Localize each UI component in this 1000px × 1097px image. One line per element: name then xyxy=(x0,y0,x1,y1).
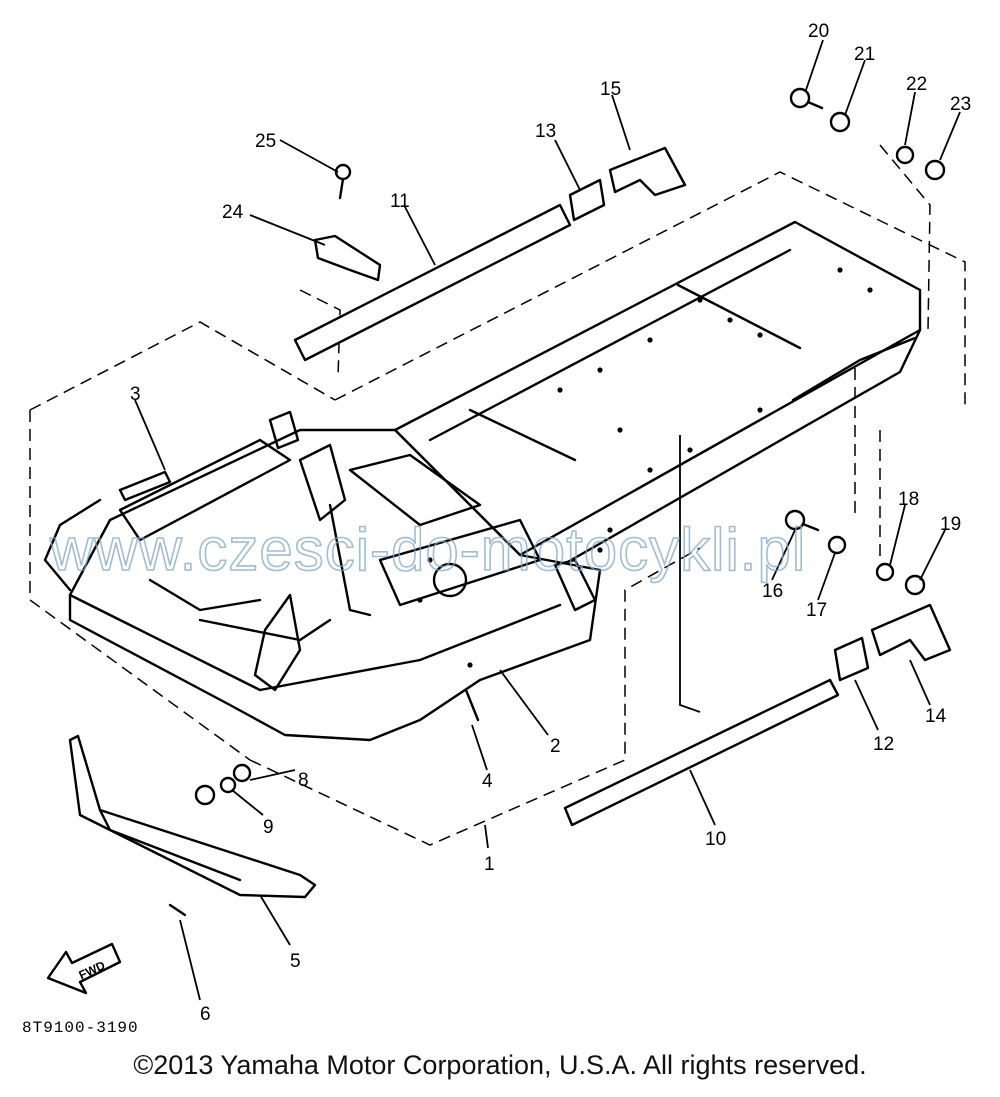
callout-23: 23 xyxy=(950,94,971,115)
callout-6-lower: 6 xyxy=(200,1004,211,1025)
part-10-strip xyxy=(563,678,840,827)
frame-assembly xyxy=(43,220,922,742)
callout-11: 11 xyxy=(390,191,410,212)
callout-4: 4 xyxy=(482,771,493,792)
callout-10: 10 xyxy=(705,829,726,850)
part-code: 8T9100-3190 xyxy=(22,1019,139,1037)
callout-18: 18 xyxy=(898,489,919,510)
part-5-bumper xyxy=(68,734,317,899)
callout-1: 1 xyxy=(484,854,495,875)
callout-19: 19 xyxy=(940,514,961,535)
callout-15: 15 xyxy=(600,79,621,100)
callout-17: 17 xyxy=(806,600,827,621)
part-12-decal xyxy=(833,636,870,682)
callout-14: 14 xyxy=(925,706,947,727)
callout-16: 16 xyxy=(762,581,783,602)
part-13-decal xyxy=(568,178,606,222)
callout-20: 20 xyxy=(808,21,829,42)
callout-9: 9 xyxy=(263,817,274,838)
part-14-cap xyxy=(870,603,952,662)
callout-8: 8 xyxy=(298,770,309,791)
callout-5: 5 xyxy=(290,951,301,972)
callout-12: 12 xyxy=(873,734,894,755)
callout-22: 22 xyxy=(906,74,927,95)
callout-21: 21 xyxy=(854,44,875,65)
callout-24: 24 xyxy=(222,202,244,223)
rivets xyxy=(417,267,873,668)
callout-13: 13 xyxy=(535,121,556,142)
callout-3: 3 xyxy=(130,384,141,405)
fwd-arrow: FWD xyxy=(46,942,122,995)
part-11-strip xyxy=(293,203,572,362)
watermark: www.czesci-do-motocykli.pl xyxy=(49,516,806,583)
callout-2: 2 xyxy=(550,736,561,757)
callouts: 1 2 3 4 5 6 6 8 9 10 11 12 13 14 15 16 1… xyxy=(130,21,971,1025)
leader-lines xyxy=(134,39,961,1001)
assembly-boundaries xyxy=(29,144,966,846)
copyright-notice: ©2013 Yamaha Motor Corporation, U.S.A. A… xyxy=(133,1050,867,1080)
part-24-bracket xyxy=(313,234,382,282)
part-15-cap xyxy=(608,146,687,197)
fasteners xyxy=(168,87,946,917)
callout-25: 25 xyxy=(255,131,276,152)
